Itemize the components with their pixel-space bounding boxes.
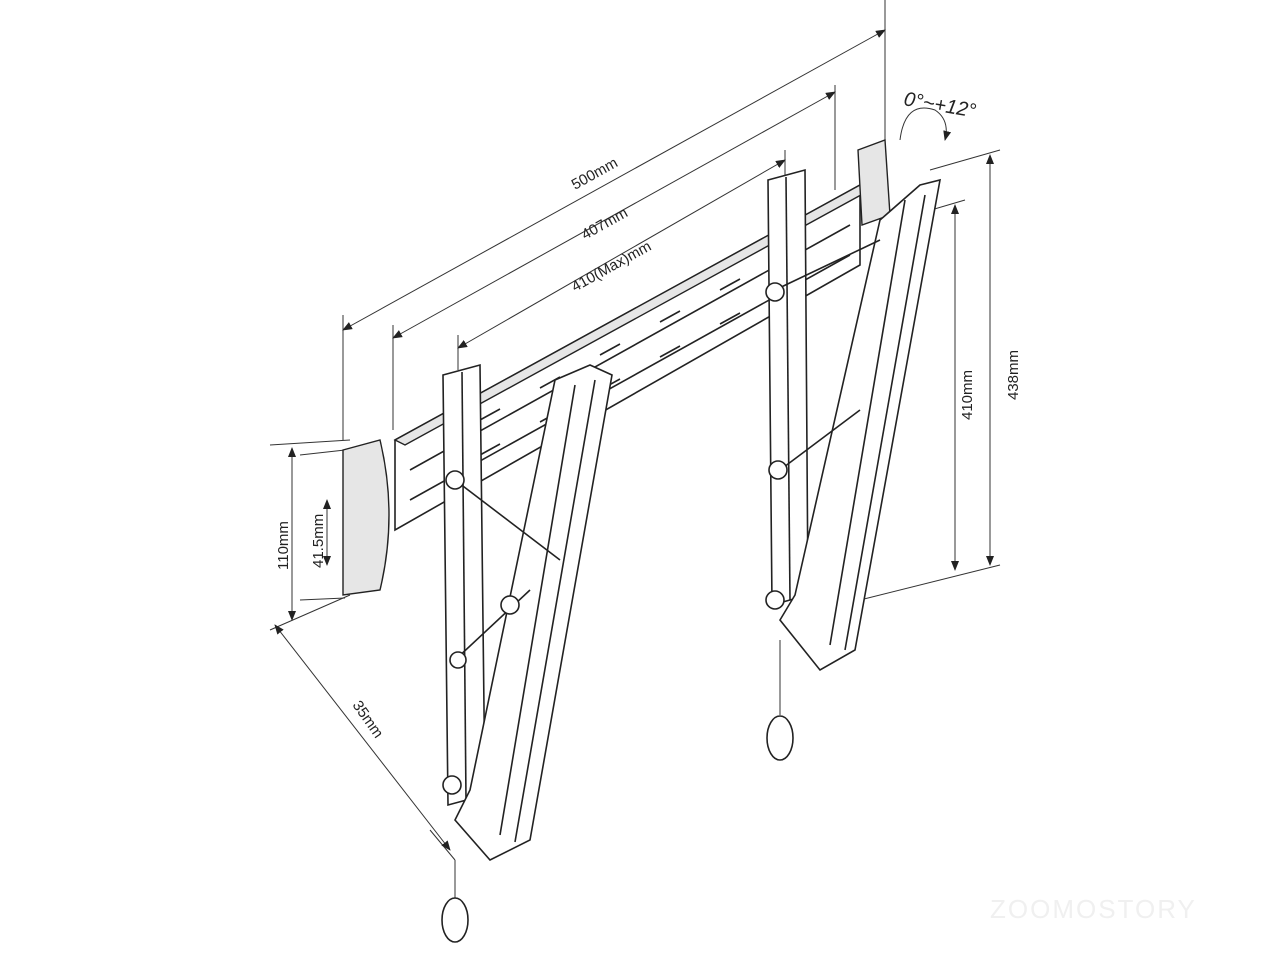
right-tv-bracket [765,168,942,761]
end-cap-left [342,439,390,596]
dim-110mm-label: 110mm [275,521,292,570]
dimension-lines [274,29,994,851]
dim-41-5mm-label: 41.5mm [310,514,327,568]
dim-407mm-label: 407mm [579,204,631,243]
dim-410mm-label: 410mm [959,370,976,420]
dim-438mm-label: 438mm [1005,350,1022,400]
end-cap-right [857,139,891,226]
dim-35mm-label: 35mm [349,698,387,742]
tilt-range-label: 0°~+12° [902,88,977,122]
dim-410max-label: 410(Max)mm [569,238,655,296]
watermark: ZOOMOSTORY [990,894,1197,924]
dim-500mm-label: 500mm [569,154,621,193]
left-tv-bracket [441,363,613,943]
